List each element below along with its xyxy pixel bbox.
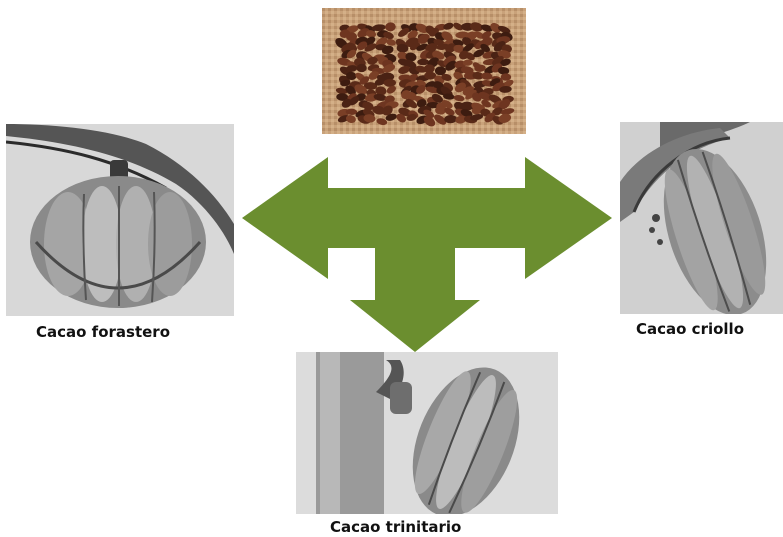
arrow-shape	[242, 157, 612, 352]
